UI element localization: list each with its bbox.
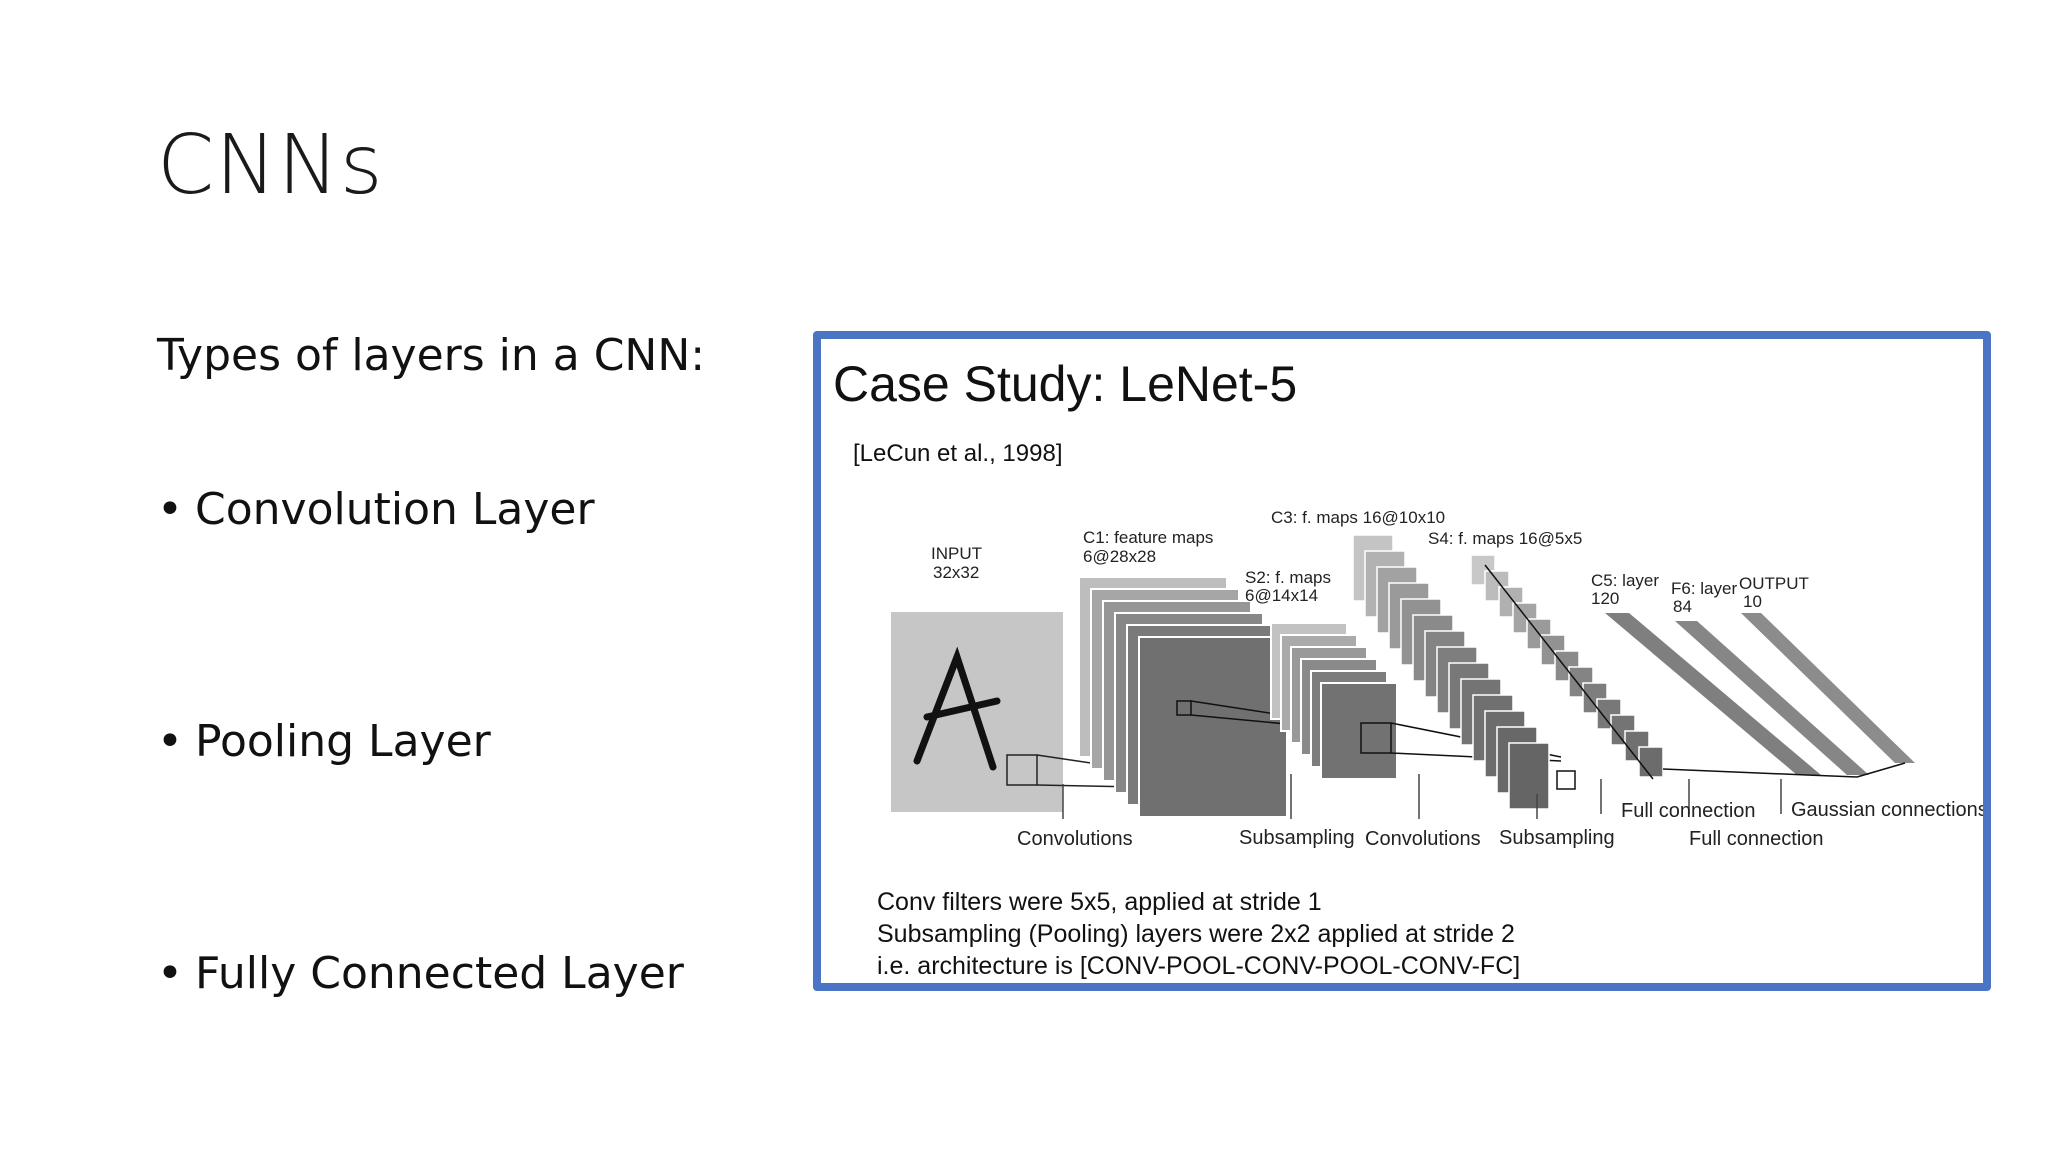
bullet-marker: • <box>157 716 183 767</box>
s2-feature-map-stack <box>1270 622 1398 780</box>
c1-size-label: 6@28x28 <box>1083 547 1156 566</box>
c5-label: C5: layer <box>1591 571 1659 590</box>
s2-receptive-field <box>1360 722 1392 754</box>
c3-receptive-field <box>1556 770 1576 790</box>
operation-label-full-connection: Full connection <box>1621 800 1756 822</box>
bullet-convolution-layer: •Convolution Layer <box>157 484 595 535</box>
f6-label: F6: layer <box>1671 579 1737 598</box>
feature-map <box>1638 746 1664 778</box>
bullet-text: Pooling Layer <box>195 716 491 767</box>
slide-title: CNNs <box>157 118 384 213</box>
figure-note: Subsampling (Pooling) layers were 2x2 ap… <box>877 920 1515 948</box>
bullet-fully-connected-layer: •Fully Connected Layer <box>157 948 684 999</box>
output-layer <box>1741 613 1915 763</box>
c1-feature-map-stack <box>1078 576 1288 818</box>
operation-label-gaussian-connections: Gaussian connections <box>1791 799 1983 821</box>
operation-label-convolutions: Convolutions <box>1365 828 1481 850</box>
handwritten-a-glyph <box>913 646 1001 771</box>
operation-label-convolutions: Convolutions <box>1017 828 1133 850</box>
operation-label-subsampling: Subsampling <box>1239 827 1355 849</box>
c5-size-label: 120 <box>1591 589 1619 608</box>
intro-text: Types of layers in a CNN: <box>157 330 706 381</box>
s2-size-label: 6@14x14 <box>1245 586 1318 605</box>
operation-label-subsampling: Subsampling <box>1499 827 1615 849</box>
lenet-figure-frame: Case Study: LeNet-5 [LeCun et al., 1998]… <box>813 331 1991 991</box>
c1-label: C1: feature maps <box>1083 528 1213 547</box>
f6-layer <box>1675 621 1869 775</box>
figure-note: i.e. architecture is [CONV-POOL-CONV-POO… <box>877 952 1520 980</box>
s4-connection-line <box>1484 564 1654 780</box>
s2-label: S2: f. maps <box>1245 568 1331 587</box>
c5-layer <box>1605 613 1821 775</box>
bullet-marker: • <box>157 484 183 535</box>
bullet-text: Convolution Layer <box>195 484 595 535</box>
feature-map <box>1470 554 1496 586</box>
s4-label: S4: f. maps 16@5x5 <box>1428 529 1582 548</box>
lenet-diagram: Case Study: LeNet-5 [LeCun et al., 1998]… <box>833 356 1983 980</box>
feature-map <box>1138 636 1288 818</box>
feature-map <box>1508 742 1550 810</box>
input-size-label: 32x32 <box>933 563 979 582</box>
input-label: INPUT <box>931 544 982 563</box>
input-receptive-field <box>1006 754 1038 786</box>
f6-size-label: 84 <box>1673 597 1692 616</box>
figure-title: Case Study: LeNet-5 <box>833 356 1297 412</box>
figure-citation: [LeCun et al., 1998] <box>853 440 1062 467</box>
figure-note: Conv filters were 5x5, applied at stride… <box>877 888 1322 916</box>
bullet-text: Fully Connected Layer <box>195 948 684 999</box>
c1-receptive-field <box>1176 700 1192 716</box>
output-label: OUTPUT <box>1739 574 1809 593</box>
bullet-marker: • <box>157 948 183 999</box>
c3-feature-map-stack <box>1352 534 1550 810</box>
c3-label: C3: f. maps 16@10x10 <box>1271 508 1445 527</box>
operation-label-full-connection: Full connection <box>1689 828 1824 850</box>
full-connection-lines <box>1662 762 1906 778</box>
feature-map <box>1320 682 1398 780</box>
bullet-pooling-layer: •Pooling Layer <box>157 716 491 767</box>
operation-ticks <box>1062 774 1782 819</box>
output-size-label: 10 <box>1743 592 1762 611</box>
